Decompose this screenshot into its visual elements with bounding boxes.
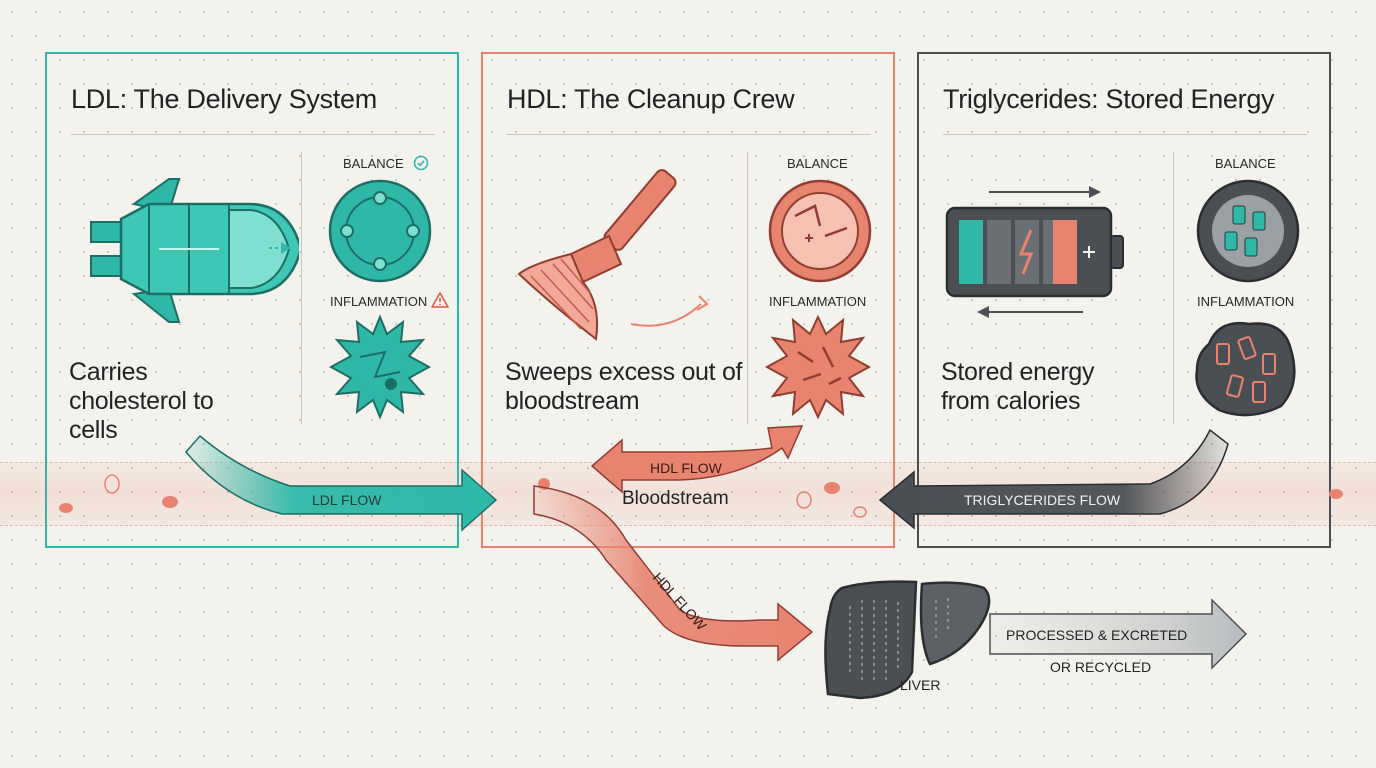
hdl-inflammation-label: INFLAMMATION: [769, 294, 867, 309]
triglycerides-inflammation-label: INFLAMMATION: [1197, 294, 1295, 309]
blood-cell: [104, 474, 120, 494]
blood-cell: [59, 503, 73, 513]
triglycerides-flow-label: TRIGLYCERIDES FLOW: [964, 492, 1121, 508]
triglycerides-flow-arrow: [878, 428, 1229, 530]
bloodstream-label: Bloodstream: [622, 488, 729, 509]
liver-output-line2: OR RECYCLED: [1050, 659, 1151, 675]
ldl-vertical-divider: [301, 152, 302, 424]
hdl-flow-arrow-lower: [533, 485, 814, 662]
triglycerides-title: Triglycerides: Stored Energy: [943, 84, 1275, 114]
triglycerides-balance-particle-icon: [1196, 179, 1300, 283]
triglycerides-inflamed-particle-icon: [1195, 321, 1296, 417]
ldl-balance-label: BALANCE: [343, 156, 404, 171]
blood-cell: [824, 482, 840, 494]
battery-icon: [945, 186, 1124, 318]
triglycerides-balance-label: BALANCE: [1215, 156, 1276, 171]
hdl-inflamed-particle-icon: [764, 314, 872, 420]
broom-icon: [517, 169, 709, 341]
ldl-inflamed-particle-icon: [328, 314, 432, 420]
triglycerides-divider: [943, 134, 1307, 135]
hdl-flow-label-upper: HDL FLOW: [650, 460, 723, 476]
ldl-flow-arrow: [185, 434, 498, 532]
hdl-description: Sweeps excess out of bloodstream: [505, 358, 743, 415]
delivery-ship-icon: [90, 178, 299, 323]
liver-label: LIVER: [900, 677, 940, 693]
liver-output-line1: PROCESSED & EXCRETED: [1006, 627, 1187, 643]
ldl-title: LDL: The Delivery System: [71, 84, 377, 114]
ldl-balance-particle-icon: [328, 179, 432, 283]
ldl-inflammation-label: INFLAMMATION: [330, 294, 428, 309]
ldl-divider: [71, 134, 435, 135]
hdl-vertical-divider: [747, 152, 748, 424]
ldl-flow-label: LDL FLOW: [312, 492, 382, 508]
blood-cell: [796, 491, 812, 509]
output-arrow: [989, 598, 1248, 670]
hdl-divider: [507, 134, 871, 135]
hdl-balance-particle-icon: [768, 179, 872, 283]
warning-icon: [431, 292, 449, 308]
liver-icon: [824, 580, 991, 700]
triglycerides-panel: Triglycerides: Stored Energy Stored ener…: [917, 52, 1331, 548]
hdl-balance-label: BALANCE: [787, 156, 848, 171]
hdl-flow-arrow-upper: [590, 425, 804, 494]
hdl-title: HDL: The Cleanup Crew: [507, 84, 795, 114]
triglycerides-description: Stored energy from calories: [941, 358, 1095, 415]
direction-arrow-icon: [269, 242, 291, 254]
ldl-panel: LDL: The Delivery System Carries cholest…: [45, 52, 459, 548]
blood-cells: [59, 474, 1343, 518]
blood-cell: [1329, 489, 1343, 499]
hdl-panel: HDL: The Cleanup Crew Sweeps excess out …: [481, 52, 895, 548]
ldl-description: Carries cholesterol to cells: [69, 358, 214, 444]
triglycerides-vertical-divider: [1173, 152, 1174, 424]
check-icon: [413, 155, 429, 171]
blood-cell: [162, 496, 178, 508]
blood-cell: [853, 506, 867, 518]
